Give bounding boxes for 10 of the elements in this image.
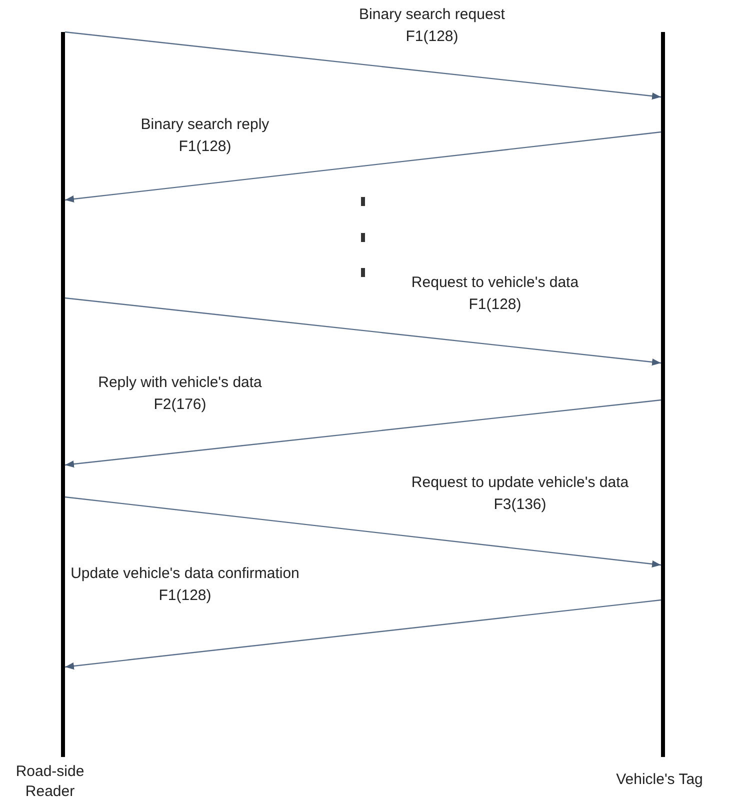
message-arrow	[64, 399, 662, 468]
message-arrow	[64, 297, 662, 366]
lifeline-label: Road-side Reader	[14, 762, 86, 802]
message-arrow	[64, 131, 662, 203]
message-arrow	[64, 31, 662, 100]
lifeline	[61, 32, 65, 757]
lifeline	[661, 32, 665, 757]
lifeline-label: Vehicle's Tag	[615, 770, 704, 790]
message-arrow	[64, 496, 662, 568]
message-arrow	[64, 599, 662, 670]
